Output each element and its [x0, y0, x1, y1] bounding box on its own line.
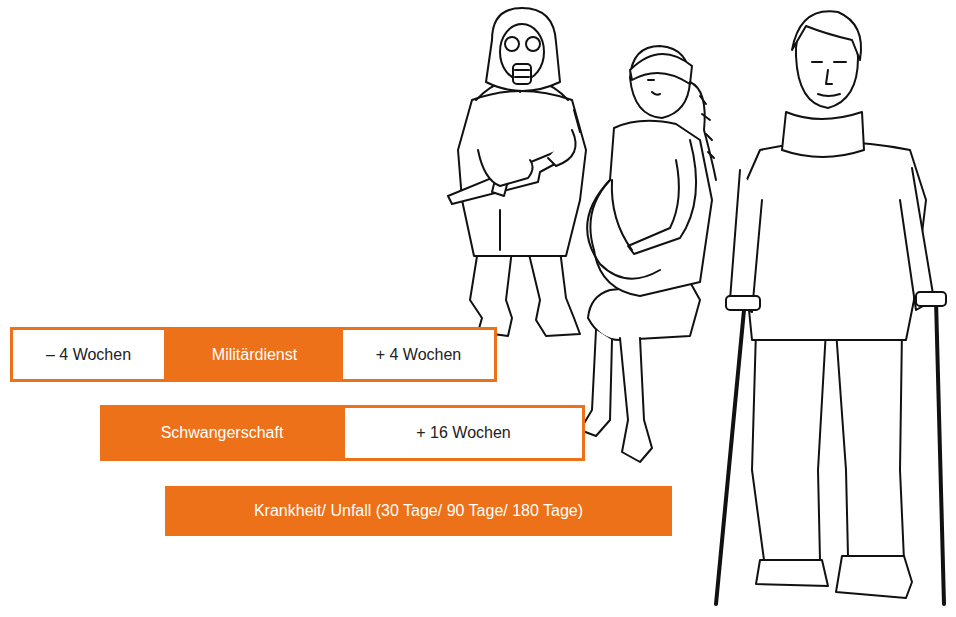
filled-band: Militärdienst: [167, 327, 342, 382]
outlined-box: + 4 Wochen: [340, 327, 497, 382]
band-label: Krankheit/ Unfall (30 Tage/ 90 Tage/ 180…: [254, 502, 583, 520]
filled-band: Schwangerschaft: [100, 405, 344, 461]
band-label: Militärdienst: [212, 346, 297, 364]
band-label: + 4 Wochen: [376, 346, 462, 364]
pregnant-woman-figure: [580, 46, 720, 462]
band-label: – 4 Wochen: [46, 346, 131, 364]
soldier-figure: [448, 8, 586, 336]
outlined-box: + 16 Wochen: [342, 405, 585, 461]
band-label: Schwangerschaft: [161, 424, 284, 442]
filled-band: Krankheit/ Unfall (30 Tage/ 90 Tage/ 180…: [165, 486, 672, 536]
injured-man-figure: [716, 11, 946, 604]
band-label: + 16 Wochen: [416, 424, 510, 442]
outlined-box: – 4 Wochen: [10, 327, 167, 382]
